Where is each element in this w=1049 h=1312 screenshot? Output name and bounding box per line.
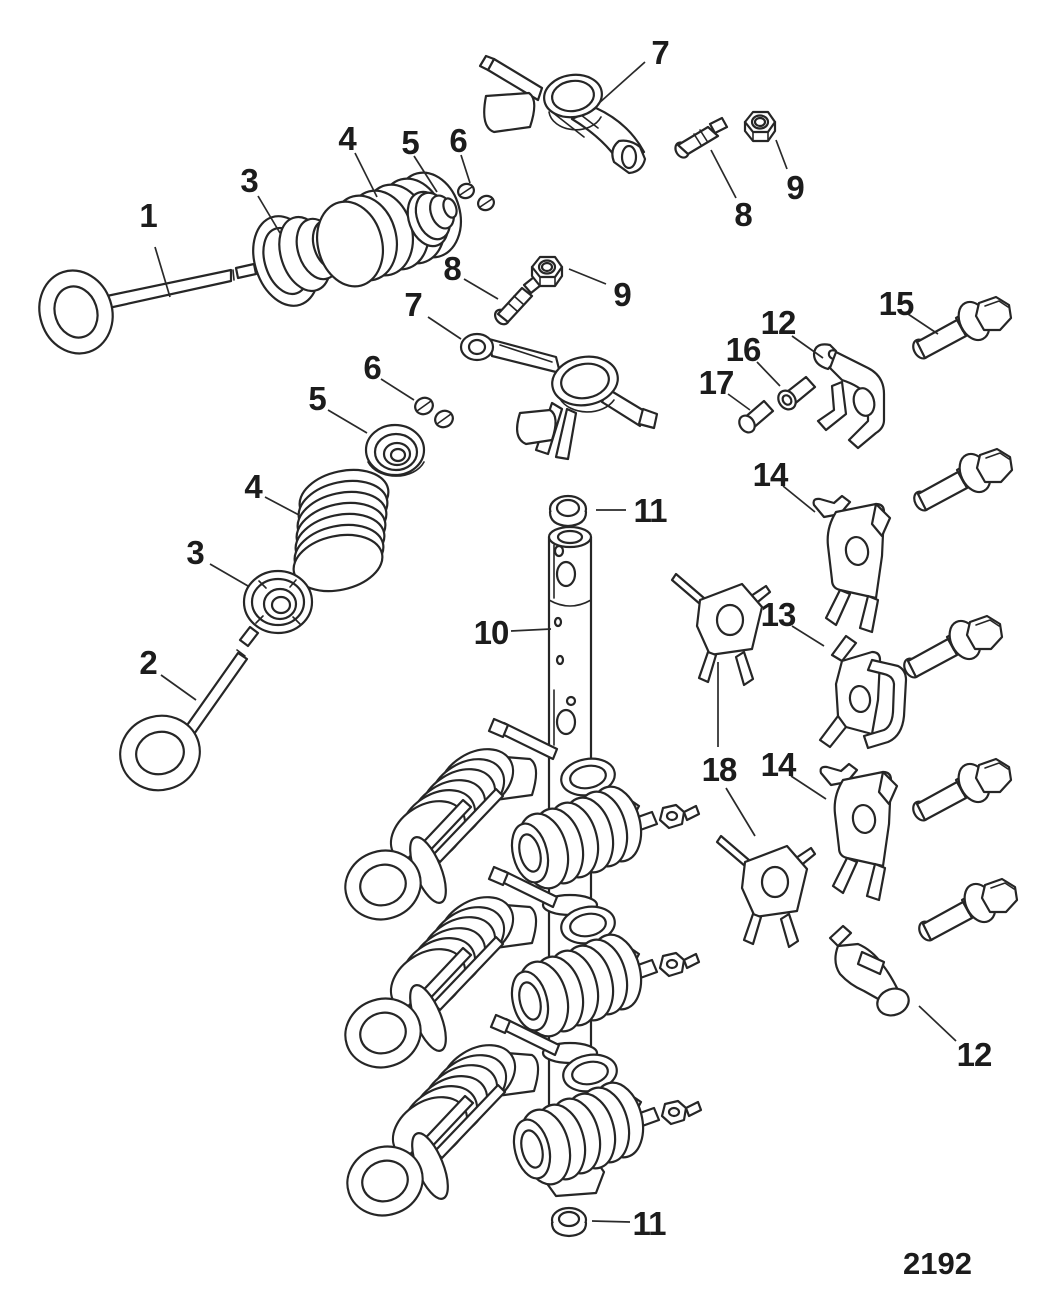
leader-line-13 [791, 625, 825, 647]
callout-label-4b: 4 [244, 468, 263, 505]
leader-line-14a [782, 485, 816, 513]
valve-drawing-1 [38, 262, 258, 355]
tab-washer-drawing-1 [670, 572, 772, 687]
leader-line-5b [327, 409, 368, 434]
valve-drawing-2 [119, 625, 260, 792]
leader-line-3a [257, 195, 281, 234]
callout-label-1: 1 [139, 197, 157, 234]
callout-label-5b: 5 [308, 380, 326, 417]
leader-line-12b [918, 1005, 957, 1042]
callout-label-17: 17 [699, 364, 734, 401]
shaft-end-cap-drawing-bottom [550, 1206, 588, 1238]
leader-line-8b [463, 278, 499, 300]
adjuster-screw-drawing-top [674, 116, 729, 159]
adjuster-screw-drawing-mid [494, 275, 543, 326]
leader-line-3b [209, 563, 249, 587]
callout-label-7b: 7 [404, 286, 421, 323]
spring-retainer-drawing-mid [364, 423, 426, 477]
callout-label-12b: 12 [957, 1036, 992, 1073]
callout-label-7a: 7 [651, 34, 668, 71]
leader-line-18 [725, 787, 756, 837]
leader-line-7b [427, 316, 462, 340]
retainer-clip-13 [818, 634, 908, 750]
callout-label-13: 13 [761, 596, 796, 633]
leader-line-11b [591, 1220, 631, 1223]
locknut-drawing-top [743, 110, 777, 143]
spring-retainer-drawing-top [406, 190, 458, 248]
callout-label-8b: 8 [443, 250, 461, 287]
shaft-end-cap-drawing-top [548, 494, 588, 528]
flange-bolt-drawing-2 [910, 447, 1014, 515]
callout-label-10: 10 [474, 614, 509, 651]
tab-washer-drawing-2 [715, 834, 817, 949]
leader-line-9a [775, 139, 788, 170]
leader-line-12a [791, 335, 824, 359]
callout-label-16: 16 [726, 331, 761, 368]
callout-label-5a: 5 [401, 124, 419, 161]
assembled-cluster-unit-1 [335, 717, 701, 931]
callout-label-3a: 3 [240, 162, 258, 199]
retainer-clip-12-top [812, 343, 886, 450]
callout-label-6b: 6 [363, 349, 381, 386]
valve-seal-drawing-mid [242, 569, 314, 635]
callout-label-3b: 3 [186, 534, 204, 571]
callout-label-15: 15 [879, 285, 914, 322]
retainer-clip-14-top [812, 494, 892, 634]
callout-label-9b: 9 [613, 276, 631, 313]
leader-line-1 [154, 246, 171, 298]
leader-line-17 [727, 393, 751, 411]
pin-drawing-17 [738, 399, 775, 434]
leader-line-8a [710, 149, 737, 199]
leader-line-6a [460, 154, 471, 184]
figure-code: 2192 [903, 1246, 972, 1281]
rocker-arm-drawing-top [478, 54, 647, 175]
leader-line-4a [354, 152, 378, 198]
callout-label-14b: 14 [761, 746, 797, 783]
valve-spring-drawing-mid [292, 468, 390, 593]
callout-label-18: 18 [702, 751, 737, 788]
callout-label-9a: 9 [786, 169, 804, 206]
callout-label-8a: 8 [734, 196, 752, 233]
leader-line-9b [568, 268, 607, 285]
callout-label-4a: 4 [338, 120, 357, 157]
callout-label-11b: 11 [633, 1205, 667, 1242]
callout-label-12a: 12 [761, 304, 796, 341]
valve-keepers-drawing-mid [414, 396, 454, 429]
leader-line-4b [264, 496, 300, 516]
callout-label-6a: 6 [449, 122, 467, 159]
callout-label-14a: 14 [753, 456, 789, 493]
rocker-arm-drawing-mid [459, 332, 659, 461]
retainer-clip-12-bottom [828, 924, 910, 1017]
leader-line-6b [380, 378, 415, 401]
flange-bolt-drawing-1 [909, 295, 1013, 363]
callout-label-11a: 11 [634, 492, 668, 529]
leader-line-5a [413, 155, 438, 193]
valve-keepers-drawing-top [457, 182, 495, 212]
leader-line-7a [597, 61, 646, 105]
retainer-clip-14-bottom [819, 762, 899, 902]
leader-line-10 [510, 628, 552, 632]
leader-line-15 [907, 313, 939, 335]
bushing-drawing-16 [777, 375, 817, 411]
locknut-drawing-mid [530, 255, 564, 288]
flange-bolt-drawing-5 [915, 877, 1019, 945]
leader-line-16 [756, 361, 781, 387]
leader-line-2 [160, 674, 197, 701]
flange-bolt-drawing-4 [909, 757, 1013, 825]
leader-line-14b [790, 775, 827, 800]
flange-bolt-drawing-3 [900, 614, 1004, 682]
callout-label-2: 2 [139, 644, 157, 681]
